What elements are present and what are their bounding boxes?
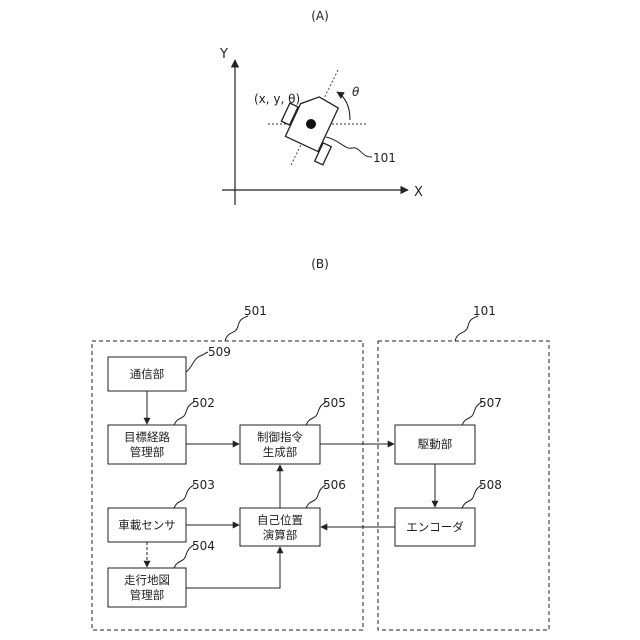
block-cmd-text-1: 制御指令 (257, 430, 303, 444)
panel-a-label: (A) (311, 9, 329, 23)
block-cmd-text-2: 生成部 (263, 445, 298, 459)
block-route-text-1: 目標経路 (124, 430, 170, 444)
group-101-leader (455, 316, 478, 341)
block-sensor-leader (174, 485, 194, 508)
block-map-text-2: 管理部 (130, 588, 165, 602)
block-pos: 自己位置 演算部 506 (240, 478, 346, 546)
block-route: 目標経路 管理部 502 (108, 396, 215, 464)
y-axis-label: Y (219, 47, 228, 62)
panel-b-label: (B) (311, 257, 329, 271)
block-sensor: 車載センサ 503 (108, 478, 215, 542)
block-route-leader (174, 402, 194, 425)
block-map-leader (174, 545, 194, 568)
x-axis-label: X (414, 185, 423, 200)
block-comm: 通信部 509 (108, 345, 231, 391)
block-cmd-ref: 505 (323, 396, 346, 410)
block-drive-ref: 507 (479, 396, 502, 410)
block-drive-text: 駆動部 (418, 437, 453, 451)
group-101-ref: 101 (473, 304, 496, 318)
group-501-ref: 501 (244, 304, 267, 318)
block-pos-text-2: 演算部 (263, 528, 298, 542)
group-101-box (378, 341, 549, 630)
block-comm-text: 通信部 (130, 367, 165, 381)
block-drive: 駆動部 507 (395, 396, 502, 464)
robot-ref: 101 (373, 151, 396, 165)
panel-b: (B) 501 101 通信部 509 目標経路 管理部 502 制御指令 生成… (92, 257, 549, 630)
robot-leader-line (326, 137, 372, 157)
block-sensor-text: 車載センサ (118, 518, 176, 532)
block-map-ref: 504 (192, 539, 215, 553)
block-route-text-2: 管理部 (130, 445, 165, 459)
block-comm-leader (186, 352, 208, 372)
block-encoder: エンコーダ 508 (395, 478, 502, 546)
theta-label: θ (352, 85, 360, 99)
robot-center-dot (306, 119, 316, 129)
block-map-text-1: 走行地図 (124, 573, 170, 587)
block-pos-text-1: 自己位置 (257, 513, 303, 527)
block-comm-ref: 509 (208, 345, 231, 359)
block-sensor-ref: 503 (192, 478, 215, 492)
pose-label: (x, y, θ) (254, 92, 300, 106)
block-route-ref: 502 (192, 396, 215, 410)
block-pos-ref: 506 (323, 478, 346, 492)
group-501-leader (225, 316, 248, 341)
block-encoder-ref: 508 (479, 478, 502, 492)
block-cmd: 制御指令 生成部 505 (240, 396, 346, 464)
theta-arc (337, 92, 350, 120)
block-map: 走行地図 管理部 504 (108, 539, 215, 607)
panel-a: (A) Y X θ (x, y, θ) 101 (219, 9, 423, 205)
block-encoder-text: エンコーダ (406, 520, 464, 534)
arrow-map-to-pos (186, 547, 280, 588)
